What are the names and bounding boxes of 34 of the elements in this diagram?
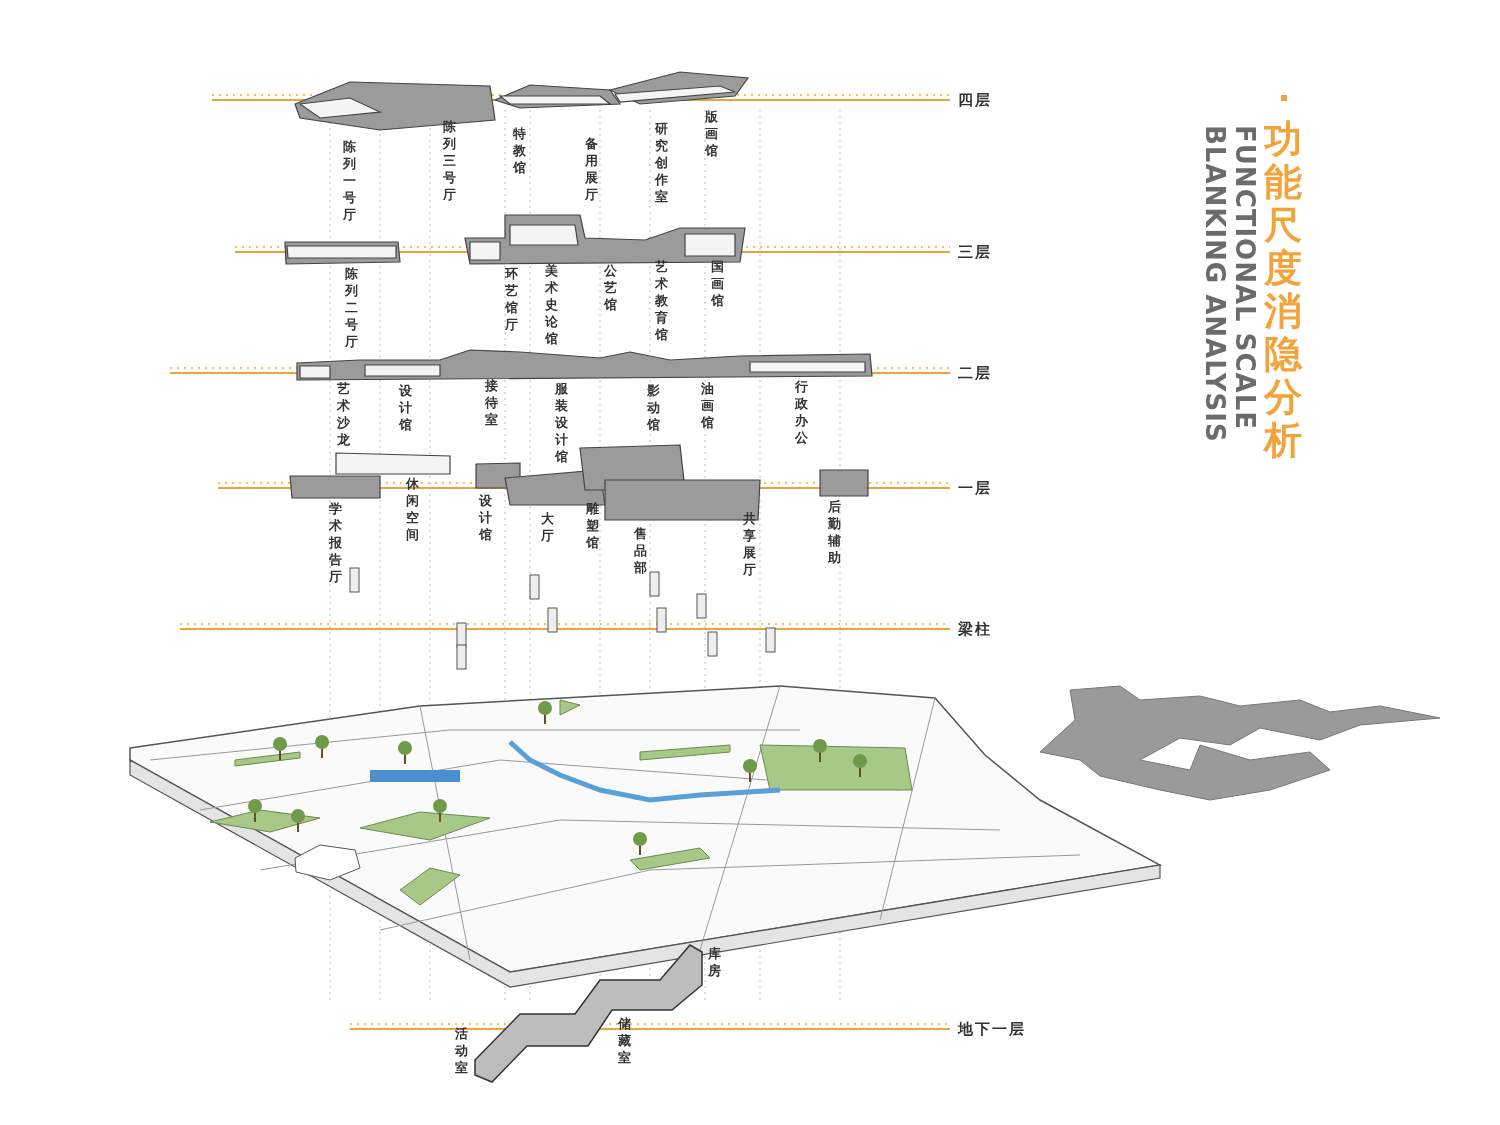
level-label: 四层 [958, 91, 992, 110]
room-label: 版画馆 [705, 108, 719, 159]
room-label: 陈列二号厅 [345, 265, 359, 350]
room-label: 设计馆 [399, 382, 413, 433]
room-label: 后勤辅助 [828, 498, 842, 566]
room-label: 储藏室 [618, 1015, 632, 1066]
level-label: 一层 [958, 479, 992, 498]
level-label: 三层 [958, 243, 992, 262]
level-label: 二层 [958, 364, 992, 383]
room-label: 活动室 [455, 1025, 469, 1076]
room-label: 油画馆 [701, 380, 715, 431]
room-label: 接待室 [485, 377, 499, 428]
room-label: 设计馆 [479, 492, 493, 543]
title: 功能尺度消隐分析 [1264, 118, 1304, 462]
room-label: 服装设计馆 [555, 380, 569, 465]
room-label: 备用展厅 [585, 135, 599, 203]
subtitle: FUNCTIONAL SCALE BLANKING ANALYSIS [1199, 125, 1260, 445]
room-label: 国画馆 [711, 258, 725, 309]
room-label: 学术报告厅 [329, 500, 343, 585]
room-label: 售品部 [634, 525, 648, 576]
room-label: 美术史论馆 [545, 262, 559, 347]
level-label: 梁柱 [958, 620, 992, 639]
room-label: 行政办公 [795, 378, 809, 446]
level-label: 地下一层 [958, 1020, 1026, 1039]
room-label: 公艺馆 [604, 262, 618, 313]
room-label: 雕塑馆 [586, 500, 600, 551]
room-label: 环艺馆厅 [505, 265, 519, 333]
room-label: 艺术教育馆 [655, 258, 669, 343]
room-label: 大厅 [541, 510, 555, 544]
room-label: 影动馆 [647, 382, 661, 433]
room-label: 艺术沙龙 [337, 380, 351, 448]
room-label: 陈列一号厅 [343, 138, 357, 223]
room-label: 研究创作室 [655, 120, 669, 205]
room-label: 特教馆 [513, 125, 527, 176]
